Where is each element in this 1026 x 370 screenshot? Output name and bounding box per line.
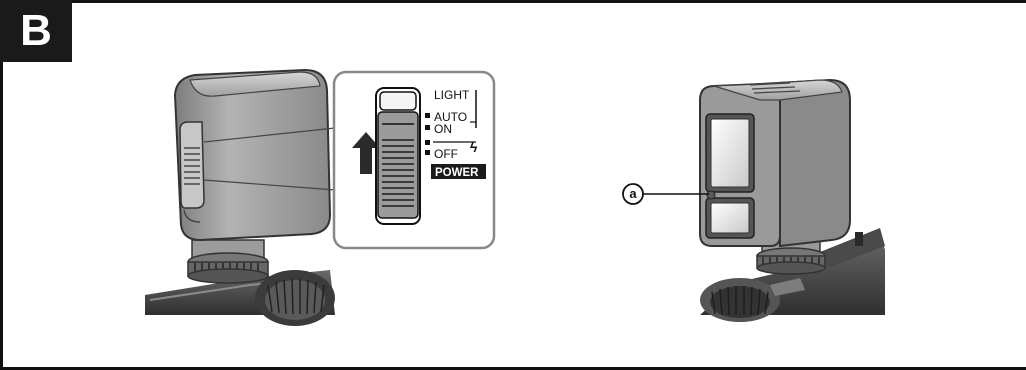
frame-left-border [0,0,3,370]
callout-a: a [622,183,709,205]
sensor-window [705,197,755,239]
switch-label-auto: AUTO [434,110,467,124]
flash-bolt-icon: ϟ [470,139,478,155]
switch-label-on: ON [434,122,452,136]
right-light-body [699,78,851,248]
callout-circle [622,183,644,205]
leader-line-bottom [203,179,336,191]
power-badge-label: POWER [435,167,479,179]
left-camera-body [145,270,335,326]
left-shoe-mount [187,239,269,284]
slide-up-arrow-icon [352,132,380,174]
switch-label-light: LIGHT [434,88,470,102]
frame-bottom-border [0,367,1026,370]
main-lamp-window [705,113,755,193]
frame-top-border [0,0,1026,3]
switch-label-off: OFF [434,147,458,161]
right-light-unit: a [622,78,885,322]
power-switch [375,87,421,225]
power-badge-bg [431,164,486,179]
section-badge: B [0,0,72,62]
callout-label: a [629,186,637,201]
left-light-unit [145,68,336,326]
leader-line-top [203,127,336,143]
indicator-lamp [706,190,716,200]
switch-inset-panel: LIGHT AUTO ON OFF ϟ POWER [332,70,496,250]
left-light-body [173,68,332,242]
switch-position-markers [425,90,477,155]
